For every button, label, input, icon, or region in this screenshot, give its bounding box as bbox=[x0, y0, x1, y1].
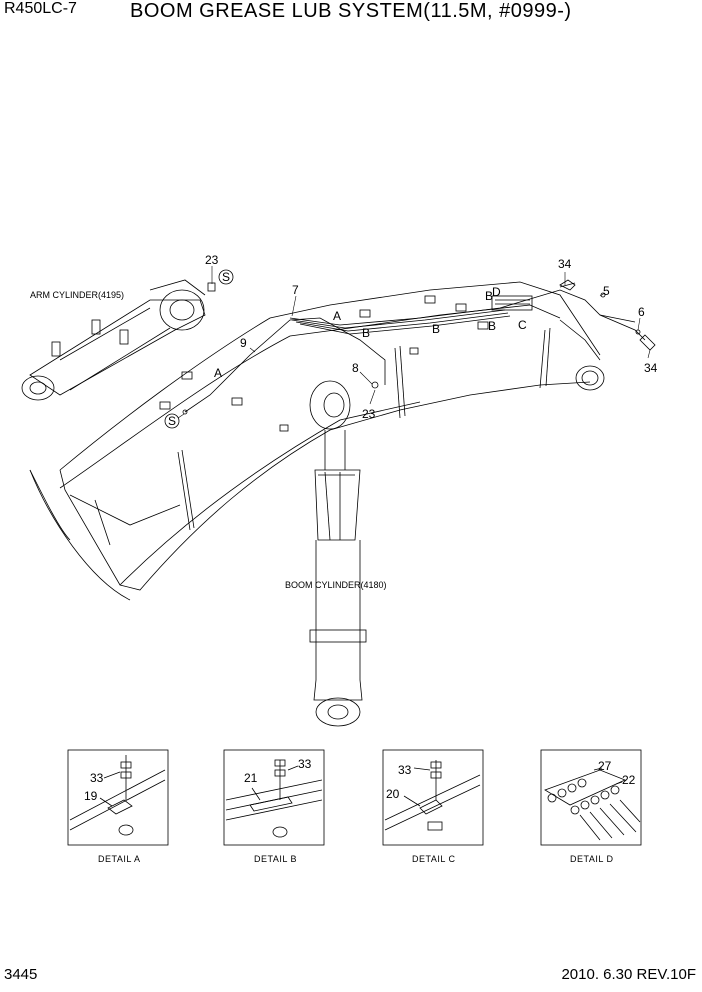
callout-7: 7 bbox=[292, 283, 299, 297]
detail-b-part-2: 33 bbox=[298, 757, 312, 771]
boom-cylinder bbox=[309, 380, 367, 727]
detail-a-part-2: 19 bbox=[84, 789, 98, 803]
detail-b-part-1: 21 bbox=[244, 771, 258, 785]
letter-b-4: B bbox=[485, 289, 493, 303]
callout-34-top: 34 bbox=[558, 257, 572, 271]
grease-lines bbox=[182, 279, 656, 415]
boom-cylinder-label: BOOM CYLINDER(4180) bbox=[285, 580, 387, 590]
grease-nipple-icon bbox=[371, 381, 379, 389]
s-marker-top-label: S bbox=[222, 270, 230, 284]
page-number: 3445 bbox=[4, 966, 38, 983]
detail-c-caption: DETAIL C bbox=[412, 854, 456, 864]
letter-b-3: B bbox=[488, 319, 496, 333]
s-marker-left-label: S bbox=[168, 414, 176, 428]
letter-c: C bbox=[518, 318, 527, 332]
letter-d: D bbox=[492, 285, 501, 299]
grease-fitting-icon bbox=[207, 282, 216, 292]
detail-a: 33 19 DETAIL A bbox=[67, 749, 169, 864]
boom-structure bbox=[29, 281, 605, 601]
letter-b-2: B bbox=[432, 322, 440, 336]
detail-c-part-1: 33 bbox=[398, 763, 412, 777]
adapter-icon bbox=[559, 279, 576, 291]
detail-d: 27 22 DETAIL D bbox=[540, 749, 642, 864]
detail-b: 21 33 DETAIL B bbox=[223, 749, 325, 864]
detail-a-part-1: 33 bbox=[90, 771, 104, 785]
callout-34-right: 34 bbox=[644, 361, 658, 375]
detail-a-caption: DETAIL A bbox=[98, 854, 141, 864]
callout-6: 6 bbox=[638, 305, 645, 319]
s-marker-left: S bbox=[164, 413, 180, 429]
letter-a-left: A bbox=[214, 366, 222, 380]
callout-9: 9 bbox=[240, 336, 247, 350]
revision-label: 2010. 6.30 REV.10F bbox=[561, 966, 696, 983]
detail-d-part-2: 22 bbox=[622, 773, 636, 787]
arm-cylinder bbox=[21, 279, 216, 401]
callout-23-top: 23 bbox=[205, 253, 219, 267]
callout-8: 8 bbox=[352, 361, 359, 375]
s-marker-top: S bbox=[218, 269, 234, 285]
letter-b-1: B bbox=[362, 326, 370, 340]
detail-c: 33 20 DETAIL C bbox=[382, 749, 484, 864]
grease-block-icon bbox=[491, 295, 533, 311]
adapter-icon-right bbox=[639, 334, 656, 351]
detail-d-part-1: 27 bbox=[598, 759, 612, 773]
model-code: R450LC-7 bbox=[4, 0, 77, 17]
arm-cylinder-label: ARM CYLINDER(4195) bbox=[30, 290, 124, 300]
detail-d-caption: DETAIL D bbox=[570, 854, 614, 864]
detail-b-caption: DETAIL B bbox=[254, 854, 297, 864]
callout-23-mid: 23 bbox=[362, 407, 376, 421]
page-title: BOOM GREASE LUB SYSTEM(11.5M, #0999-) bbox=[130, 0, 572, 22]
callout-5: 5 bbox=[603, 284, 610, 298]
detail-c-part-2: 20 bbox=[386, 787, 400, 801]
letter-a-top: A bbox=[333, 309, 341, 323]
leader-lines bbox=[177, 266, 651, 419]
